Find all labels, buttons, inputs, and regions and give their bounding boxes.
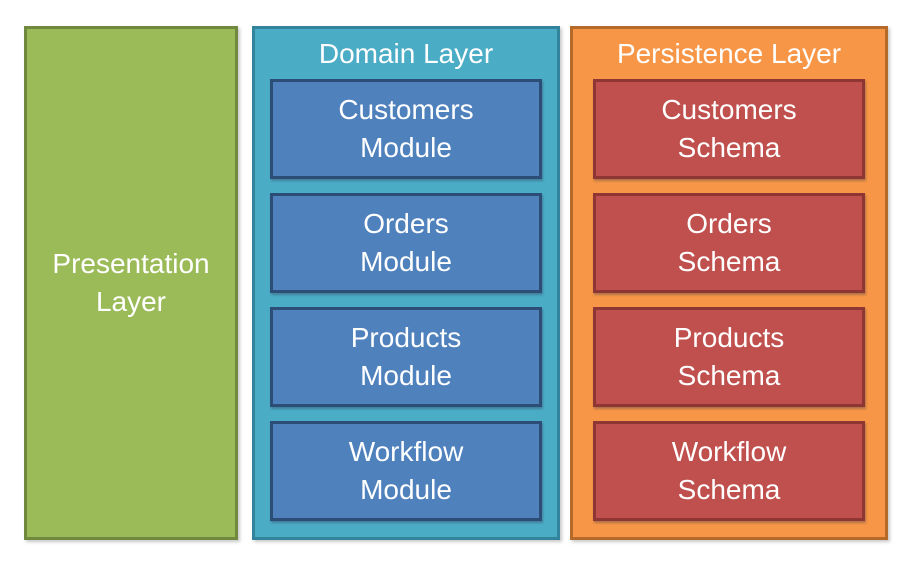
workflow-module-box: Workflow Module	[270, 421, 542, 521]
products-module-box: Products Module	[270, 307, 542, 407]
persistence-layer-title: Persistence Layer	[616, 38, 842, 69]
orders-schema-box: Orders Schema	[593, 193, 865, 293]
customers-schema-box: Customers Schema	[593, 79, 865, 179]
presentation-layer-box: Presentation Layer	[24, 26, 238, 540]
customers-module-box: Customers Module	[270, 79, 542, 179]
orders-module-box: Orders Module	[270, 193, 542, 293]
presentation-layer-label: Presentation Layer	[52, 248, 210, 317]
workflow-schema-box: Workflow Schema	[593, 421, 865, 521]
products-schema-box: Products Schema	[593, 307, 865, 407]
domain-modules-group: Customers Module Orders Module Products …	[255, 79, 557, 537]
domain-layer-title: Domain Layer	[318, 38, 494, 69]
persistence-schemas-group: Customers Schema Orders Schema Products …	[573, 79, 885, 537]
persistence-layer-box: Persistence Layer Customers Schema Order…	[570, 26, 888, 540]
domain-layer-box: Domain Layer Customers Module Orders Mod…	[252, 26, 560, 540]
